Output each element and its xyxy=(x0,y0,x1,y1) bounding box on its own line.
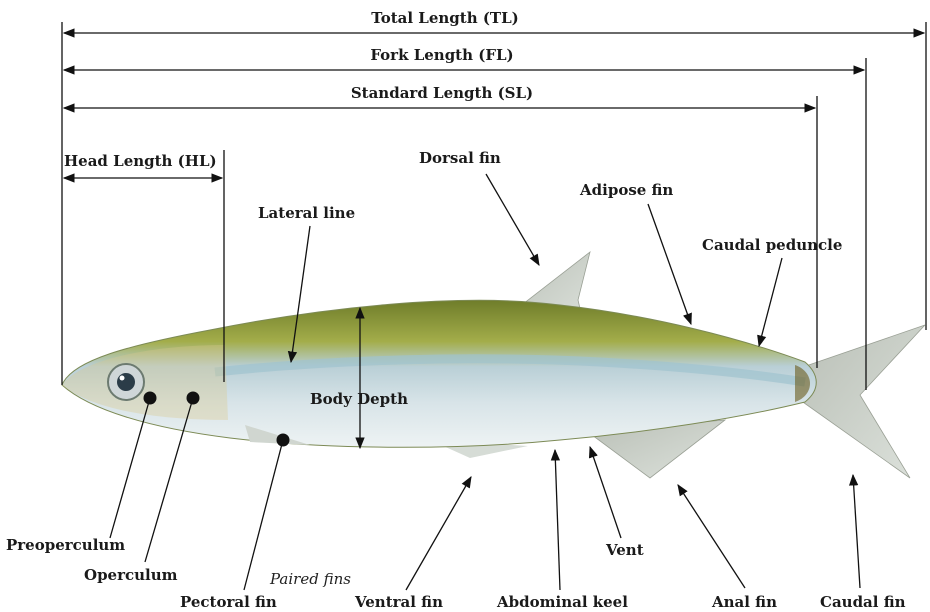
caudal-peduncle-label: Caudal peduncle xyxy=(702,236,842,254)
anal-fin-label: Anal fin xyxy=(711,593,777,611)
head-length-label: Head Length (HL) xyxy=(64,152,217,170)
dorsal-fin-label: Dorsal fin xyxy=(419,149,501,167)
total-length-label: Total Length (TL) xyxy=(371,9,518,27)
operculum-label: Operculum xyxy=(84,566,178,584)
caudal-fin-leader xyxy=(853,475,860,588)
pectoral-fin-label: Pectoral fin xyxy=(180,593,277,611)
adipose-fin-label: Adipose fin xyxy=(579,181,673,199)
abdominal-keel-leader xyxy=(555,450,560,590)
operculum-dot xyxy=(187,392,200,405)
ventral-fin-label: Ventral fin xyxy=(354,593,443,611)
caudal-fin-label: Caudal fin xyxy=(820,593,906,611)
eye-pupil xyxy=(117,373,135,391)
vent-label: Vent xyxy=(605,541,644,559)
lateral-line-label: Lateral line xyxy=(258,204,355,222)
vent-leader xyxy=(590,447,621,538)
body-depth-label: Body Depth xyxy=(310,390,408,408)
caudal-fin-shape xyxy=(800,325,925,478)
dorsal-fin-leader xyxy=(486,174,539,265)
paired-fins-label: Paired fins xyxy=(269,570,351,588)
fish-illustration xyxy=(62,252,925,478)
adipose-fin-leader xyxy=(648,204,691,324)
ventral-fin-leader xyxy=(406,477,471,590)
fork-length-label: Fork Length (FL) xyxy=(370,46,513,64)
anal-fin-leader xyxy=(678,485,745,588)
preoperculum-label: Preoperculum xyxy=(6,536,125,554)
abdominal-keel-label: Abdominal keel xyxy=(496,593,628,611)
preoperculum-leader xyxy=(110,398,150,538)
head-shade xyxy=(62,345,228,420)
pectoral-fin-dot xyxy=(277,434,290,447)
standard-length-label: Standard Length (SL) xyxy=(351,84,533,102)
caudal-peduncle-leader xyxy=(759,258,782,346)
pectoral-fin-leader xyxy=(244,440,283,590)
preoperculum-dot xyxy=(144,392,157,405)
